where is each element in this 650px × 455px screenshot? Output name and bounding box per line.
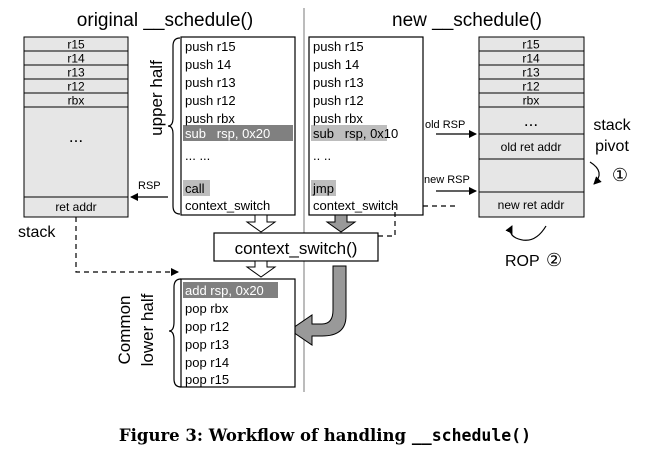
new-code-line: push r12: [313, 93, 364, 108]
stack-body: [23, 106, 129, 198]
stack-pivot-label-1: stack: [593, 117, 631, 134]
lower-half-label-2: lower half: [138, 293, 157, 366]
left-stack-ellipsis: ...: [69, 127, 83, 146]
right-stack-ellipsis: ...: [524, 111, 538, 130]
stack-pivot-label-2: pivot: [595, 138, 629, 155]
new-jmp-highlight: [311, 180, 336, 196]
right-stack-reg: r13: [522, 66, 540, 80]
figure-caption: Figure 3: Workflow of handling __schedul…: [119, 426, 531, 445]
new-jmp-line: jmp: [312, 181, 334, 196]
new-code-line: push 14: [313, 57, 359, 72]
lower-add-line: add rsp, 0x20: [185, 283, 264, 298]
rsp-label: RSP: [138, 180, 161, 192]
original-code-line: push r15: [185, 39, 236, 54]
new-to-lower-arrow: [289, 265, 347, 346]
new-dots: .. ..: [313, 148, 331, 163]
left-stack-ret: ret addr: [55, 200, 96, 214]
original-call-highlight: [183, 180, 210, 196]
lower-code-line: pop r15: [185, 372, 229, 387]
old-ret-label: old ret addr: [501, 140, 562, 154]
lower-code-line: pop r13: [185, 337, 229, 352]
new-code-box: push r15 push 14 push r13 push r12 push …: [308, 36, 424, 216]
right-stack: r15 r14 r13 r12 rbx ... old ret addr new…: [478, 36, 585, 218]
stack-to-lower-dash: [75, 217, 179, 276]
new-ret-label: new ret addr: [498, 198, 565, 212]
original-code-line: push 14: [185, 57, 231, 72]
lower-code-line: pop r14: [185, 355, 229, 370]
orig-to-ctx-arrow: [245, 214, 277, 233]
original-ctx-line: context_switch: [185, 198, 270, 213]
new-ret-cell: [478, 191, 585, 218]
old-rsp-label: old RSP: [425, 119, 465, 131]
rop-number: ②: [546, 250, 562, 270]
original-sub-line: sub rsp, 0x20: [185, 126, 270, 141]
stack-body: [478, 106, 585, 135]
ctx-to-lower-arrow: [245, 260, 277, 278]
left-stack-reg: r15: [67, 38, 85, 52]
new-sub-highlight: [311, 125, 387, 141]
left-stack-reg: r14: [67, 52, 85, 66]
lower-code-line: pop r12: [185, 319, 229, 334]
original-code-line: push r13: [185, 75, 236, 90]
right-stack-reg: rbx: [523, 94, 540, 108]
left-stack-reg: r12: [67, 80, 85, 94]
caption-prefix: Figure 3: Workflow of handling: [119, 426, 412, 445]
stack-label: stack: [18, 224, 56, 241]
right-stack-reg: r14: [522, 52, 540, 66]
context-switch-box: [213, 232, 379, 262]
new-code-line: push rbx: [313, 111, 363, 126]
original-code-box: push r15 push 14 push r13 push r12 push …: [180, 36, 296, 216]
stack-pivot-arrow: [589, 161, 602, 185]
ctx-dash-connector: [378, 206, 396, 237]
right-stack-reg: r15: [522, 38, 540, 52]
original-code-line: push r12: [185, 93, 236, 108]
lower-add-highlight: [183, 282, 278, 298]
upper-half-brace: [167, 37, 181, 215]
lower-half-label-1: Common: [115, 296, 134, 365]
original-sub-highlight: [183, 125, 293, 141]
original-call-line: call: [185, 181, 205, 196]
upper-half-label: upper half: [147, 60, 166, 136]
lower-code-line: pop rbx: [185, 301, 229, 316]
right-stack-reg: r12: [522, 80, 540, 94]
new-rsp-label: new RSP: [424, 174, 470, 186]
left-stack-reg: r13: [67, 66, 85, 80]
new-ctx-line: context_switch: [313, 198, 398, 213]
left-stack: r15 r14 r13 r12 rbx ... ret addr: [23, 36, 129, 218]
context-switch-label: context_switch(): [235, 239, 358, 258]
title-new: new __schedule(): [392, 10, 542, 31]
lower-code-box: add rsp, 0x20 pop rbx pop r12 pop r13 po…: [180, 278, 296, 388]
pivot-gap-cell: [478, 158, 585, 193]
stack-pivot-number: ①: [612, 165, 628, 185]
original-code-line: push rbx: [185, 111, 235, 126]
lower-half-brace: [168, 278, 182, 388]
new-sub-line: sub rsp, 0x10: [313, 126, 398, 141]
rop-arrow: [505, 225, 547, 241]
new-code-line: push r15: [313, 39, 364, 54]
rop-label: ROP: [505, 253, 540, 270]
title-original: original __schedule(): [77, 10, 253, 31]
caption-code: __schedule(): [412, 426, 531, 445]
original-dots: ... ...: [185, 148, 210, 163]
new-to-ctx-arrow: [325, 214, 357, 233]
old-ret-cell: [478, 133, 585, 160]
new-code-line: push r13: [313, 75, 364, 90]
left-stack-reg: rbx: [68, 94, 85, 108]
